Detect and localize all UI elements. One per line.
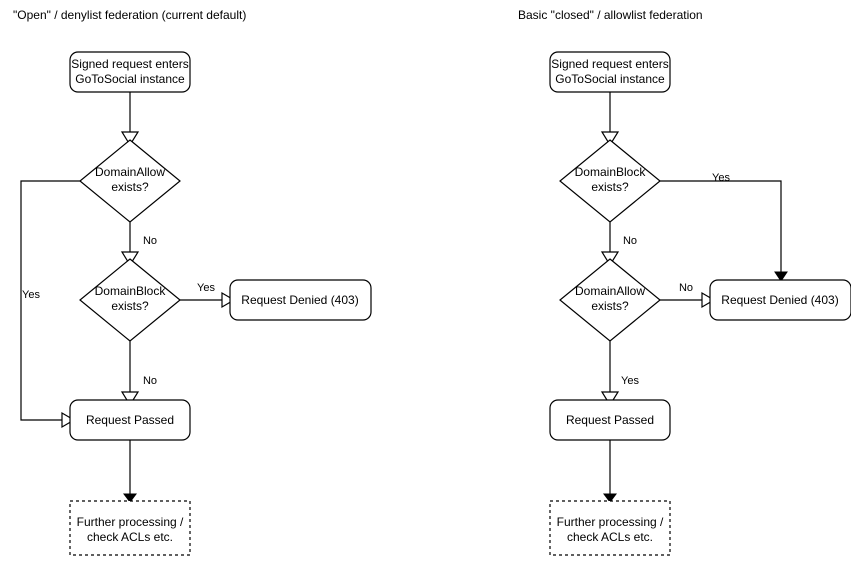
node-start-left[interactable]: Signed request enters GoToSocial instanc… xyxy=(69,51,191,93)
node-denied-right-label: Request Denied (403) xyxy=(721,293,838,307)
node-passed-left[interactable]: Request Passed xyxy=(69,399,191,441)
node-decision1-left-label-line2: exists? xyxy=(111,180,149,194)
edge-decision1-yes-right: Yes xyxy=(660,172,788,282)
node-start-right-label-line1: Signed request enters xyxy=(551,57,668,71)
node-decision2-right-label-line2: exists? xyxy=(591,299,629,313)
node-decision2-left-label-line2: exists? xyxy=(111,299,149,313)
node-passed-left-label: Request Passed xyxy=(86,413,174,427)
edge-label-decision2-yes-right: Yes xyxy=(621,375,639,387)
node-decision2-right[interactable]: DomainAllow exists? xyxy=(559,258,661,342)
node-further-left-label-line2: check ACLs etc. xyxy=(87,530,173,544)
node-further-left-shape[interactable] xyxy=(69,500,191,556)
edge-decision1-no-left: No xyxy=(120,222,157,267)
node-denied-right-shape[interactable] xyxy=(709,279,851,321)
edge-start-to-decision1-right xyxy=(600,92,620,147)
edge-label-decision1-yes-left: Yes xyxy=(22,289,40,301)
edge-passed-to-further-right xyxy=(603,440,617,503)
node-passed-right-label: Request Passed xyxy=(566,413,654,427)
node-start-left-label-line1: Signed request enters xyxy=(71,57,188,71)
node-decision1-right[interactable]: DomainBlock exists? xyxy=(559,139,661,223)
node-further-right-label-line2: check ACLs etc. xyxy=(567,530,653,544)
edge-label-decision2-yes-left: Yes xyxy=(197,282,215,294)
node-decision2-left[interactable]: DomainBlock exists? xyxy=(79,258,181,342)
node-decision1-right-label-line1: DomainBlock xyxy=(575,165,647,179)
edge-decision2-no-right: No xyxy=(660,282,716,309)
node-denied-left-shape[interactable] xyxy=(229,279,372,321)
edge-label-decision2-no-right: No xyxy=(679,282,693,294)
node-further-right-label-line1: Further processing / xyxy=(557,515,664,529)
node-further-left[interactable]: Further processing / check ACLs etc. xyxy=(69,500,191,556)
node-decision1-right-label-line2: exists? xyxy=(591,180,629,194)
node-decision1-left-label-line1: DomainAllow xyxy=(95,165,165,179)
node-start-left-label-line2: GoToSocial instance xyxy=(75,72,185,86)
edge-decision1-yes-left: Yes xyxy=(20,180,80,429)
node-passed-right[interactable]: Request Passed xyxy=(549,399,671,441)
edge-decision2-yes-left: Yes xyxy=(180,282,236,309)
edge-decision2-yes-right: Yes xyxy=(600,341,639,407)
edge-passed-to-further-left xyxy=(123,440,137,503)
node-further-right[interactable]: Further processing / check ACLs etc. xyxy=(549,500,671,556)
node-decision2-left-label-line1: DomainBlock xyxy=(95,284,167,298)
node-start-right[interactable]: Signed request enters GoToSocial instanc… xyxy=(549,51,671,93)
diagram-open-denylist: "Open" / denylist federation (current de… xyxy=(13,8,372,556)
edge-start-to-decision1-left xyxy=(120,92,140,147)
edge-label-decision1-no-left: No xyxy=(143,235,157,247)
edge-label-decision1-no-right: No xyxy=(623,235,637,247)
edge-label-decision2-no-left: No xyxy=(143,375,157,387)
diagram-title-right: Basic "closed" / allowlist federation xyxy=(518,8,703,22)
node-further-left-label-line1: Further processing / xyxy=(77,515,184,529)
edge-decision2-no-left: No xyxy=(120,341,157,407)
node-decision1-left[interactable]: DomainAllow exists? xyxy=(79,139,181,223)
edge-decision1-no-right: No xyxy=(600,222,637,267)
node-denied-right[interactable]: Request Denied (403) xyxy=(709,279,851,321)
node-denied-left-label: Request Denied (403) xyxy=(241,293,358,307)
diagram-title-left: "Open" / denylist federation (current de… xyxy=(13,8,246,22)
edge-label-decision1-yes-right: Yes xyxy=(712,172,730,184)
node-denied-left[interactable]: Request Denied (403) xyxy=(229,279,372,321)
node-decision2-right-label-line1: DomainAllow xyxy=(575,284,645,298)
diagram-closed-allowlist: Basic "closed" / allowlist federation Si… xyxy=(518,8,851,556)
node-start-right-label-line2: GoToSocial instance xyxy=(555,72,665,86)
node-further-right-shape[interactable] xyxy=(549,500,671,556)
